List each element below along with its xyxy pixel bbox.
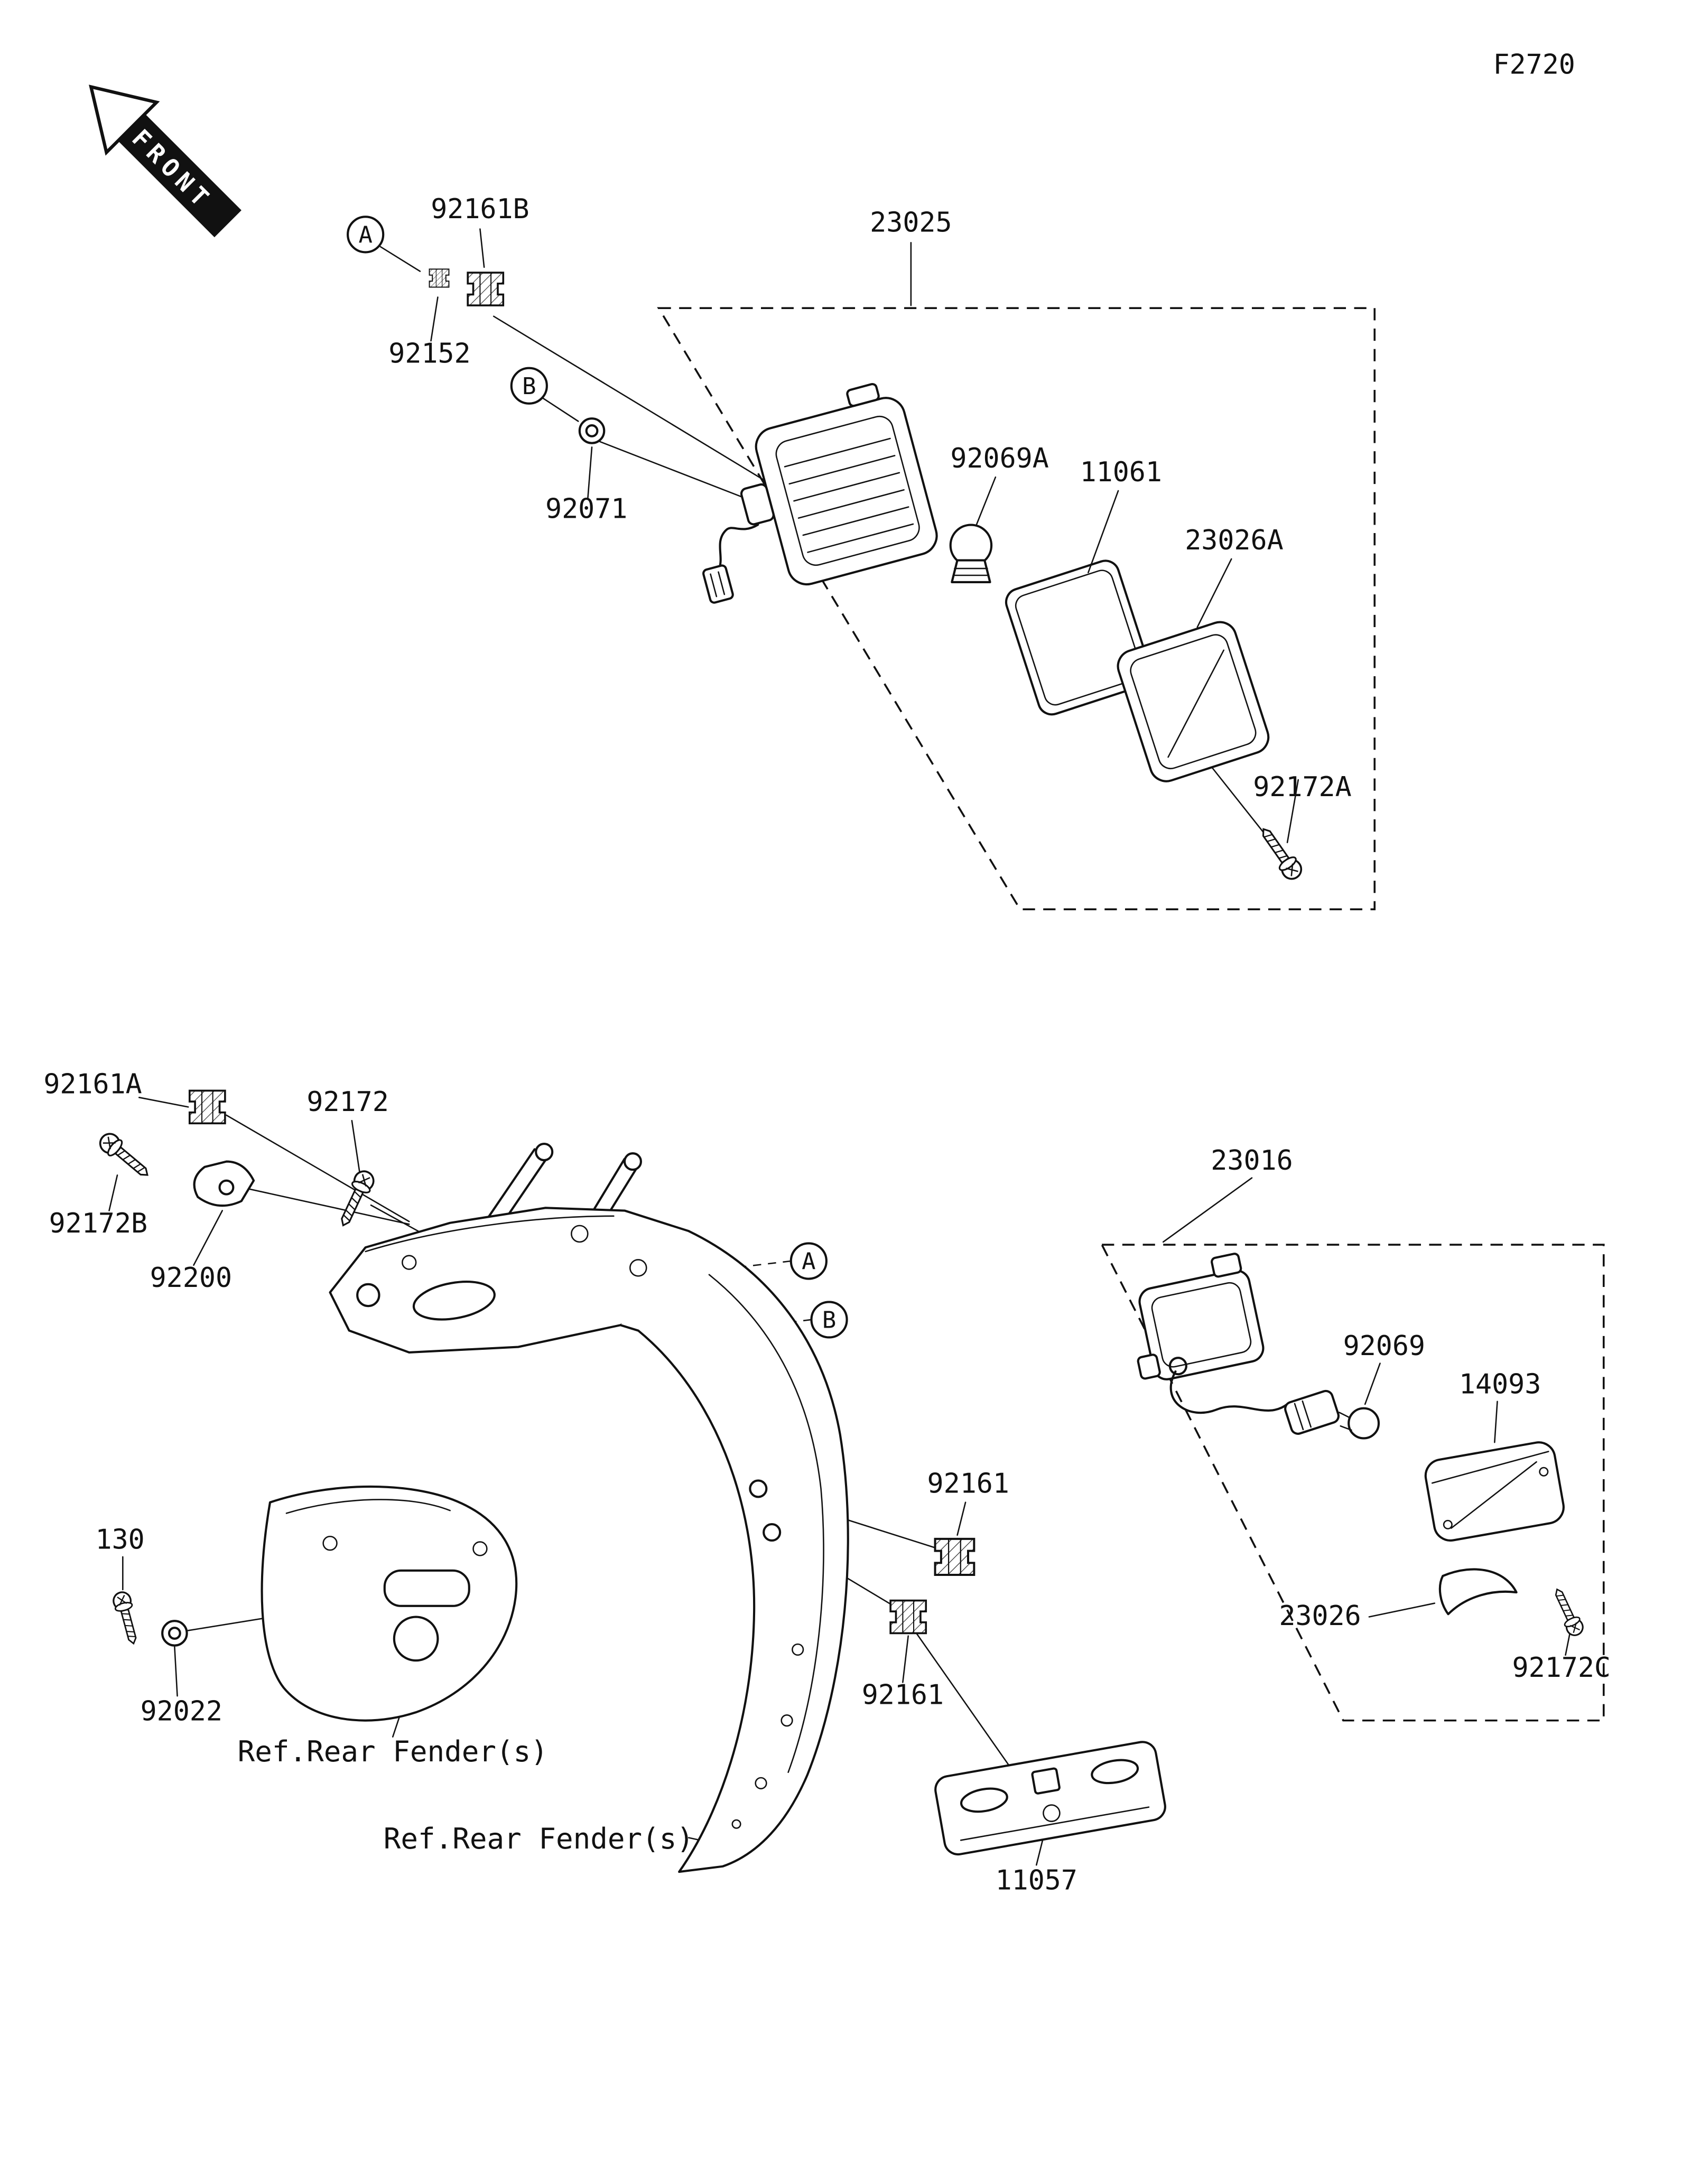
gasket-11061-drawing: [1005, 559, 1153, 716]
callout-a-upper-label: A: [358, 221, 372, 248]
grommet-92161B-drawing: [467, 272, 505, 306]
rear-fender-front-flap-drawing: [261, 1485, 518, 1722]
part-label-92152: 92152: [388, 338, 470, 369]
leader-92172A: [1286, 779, 1299, 844]
bracket-92200-drawing: [193, 1160, 255, 1207]
screw-92172C-drawing: [1549, 1585, 1586, 1639]
leader-fender-to-screw: [370, 1204, 426, 1236]
leader-callout-a: [379, 246, 421, 272]
leader-11061: [1088, 490, 1119, 574]
leader-grommetA-to-fender: [226, 1114, 410, 1222]
part-label-11057: 11057: [996, 1865, 1077, 1897]
leader-92161B: [479, 228, 485, 268]
leader-11057: [1035, 1837, 1044, 1866]
leader-92172: [351, 1119, 361, 1176]
front-arrow-bar: [118, 114, 241, 238]
callout-b-upper: B: [510, 367, 548, 405]
page-code: F2720: [1493, 49, 1575, 80]
reflector-23026-drawing: [1438, 1568, 1518, 1616]
ref-label-rear-fender-1: Ref.Rear Fender(s): [238, 1735, 548, 1768]
lens-23026A-drawing: [1117, 621, 1270, 782]
leader-92152: [430, 296, 439, 342]
callout-b-lower: B: [810, 1301, 848, 1339]
screw-92172B-drawing: [95, 1129, 155, 1183]
part-label-92172B: 92172B: [49, 1208, 147, 1239]
part-label-23026: 23026: [1279, 1600, 1361, 1632]
part-label-92161-lower: 92161: [862, 1679, 944, 1711]
leader-92172B: [108, 1174, 118, 1211]
part-label-92172C: 92172C: [1512, 1652, 1611, 1684]
part-label-92161B: 92161B: [431, 193, 529, 225]
leader-92161A: [138, 1097, 189, 1108]
leader-23026: [1368, 1602, 1436, 1618]
leader-92200: [193, 1210, 223, 1266]
part-label-23025: 23025: [870, 207, 952, 239]
assembly-boundary-23025: [657, 307, 1376, 911]
callout-b-lower-label: B: [822, 1306, 836, 1333]
leader-23016: [1162, 1177, 1253, 1243]
lower-assembly-group: A B: [43, 1069, 1611, 1897]
leader-92069A: [973, 476, 997, 533]
damper-92071-drawing: [578, 417, 606, 444]
leader-fender-to-bracket: [247, 1188, 410, 1225]
part-label-130: 130: [96, 1524, 145, 1555]
ref-label-rear-fender-2: Ref.Rear Fender(s): [384, 1822, 694, 1855]
leader-92161-upper: [956, 1501, 967, 1536]
part-label-92161-upper: 92161: [927, 1468, 1009, 1500]
part-label-92069A: 92069A: [950, 443, 1048, 474]
part-label-92172A: 92172A: [1253, 771, 1351, 803]
part-label-92172: 92172: [306, 1086, 388, 1118]
leader-grommet-to-bracket: [915, 1632, 1013, 1770]
leader-23026A: [1196, 558, 1232, 628]
part-label-14093: 14093: [1459, 1368, 1541, 1400]
part-label-11061: 11061: [1080, 456, 1162, 488]
lens-14093-drawing: [1424, 1441, 1565, 1542]
part-label-23016: 23016: [1211, 1145, 1293, 1177]
grommet-92161A-drawing: [188, 1089, 226, 1125]
leader-14093: [1494, 1401, 1498, 1443]
taillight-assembly-drawing: [1137, 1253, 1586, 1639]
callout-a-lower-label: A: [802, 1248, 815, 1275]
turn-signal-lamp-drawing: [702, 382, 938, 604]
leader-92161-lower: [902, 1635, 909, 1683]
callout-b-upper-label: B: [522, 373, 536, 400]
leader-callout-b: [542, 397, 579, 422]
part-label-92071: 92071: [545, 493, 627, 525]
upper-assembly-group: A B: [347, 193, 1376, 911]
callout-a-lower: A: [789, 1242, 828, 1280]
part-label-92200: 92200: [150, 1262, 232, 1294]
leader-92071: [587, 446, 593, 500]
rear-fender-drawing: [329, 1142, 849, 1873]
part-label-92022: 92022: [141, 1696, 222, 1728]
collar-92152-drawing: [429, 268, 450, 288]
grommet-92161-lower-drawing: [889, 1599, 927, 1635]
bulb-92069-drawing: [1338, 1407, 1380, 1440]
leader-damper-to-lamp: [599, 441, 755, 502]
grommet-92161-upper-drawing: [934, 1537, 975, 1576]
leader-92069: [1364, 1362, 1381, 1405]
leader-grommet-to-lamp: [493, 315, 765, 481]
part-label-23026A: 23026A: [1185, 525, 1283, 556]
bolt-130-drawing: [110, 1589, 143, 1647]
front-label: FRONT: [126, 124, 218, 216]
part-label-92161A: 92161A: [43, 1069, 142, 1100]
bulb-socket-drawing: [1284, 1389, 1340, 1435]
front-direction-marker: FRONT: [89, 85, 241, 238]
screw-92172A-drawing: [1255, 823, 1306, 884]
washer-92022-drawing: [161, 1620, 188, 1647]
callout-a-upper: A: [347, 216, 385, 254]
bulb-92069A-drawing: [949, 524, 993, 583]
license-bracket-11057-drawing: [934, 1741, 1166, 1856]
assembly-boundary-23016: [1100, 1244, 1605, 1722]
leader-92022: [174, 1646, 178, 1697]
part-label-92069: 92069: [1343, 1330, 1425, 1362]
taillight-wire-drawing: [1169, 1370, 1289, 1414]
